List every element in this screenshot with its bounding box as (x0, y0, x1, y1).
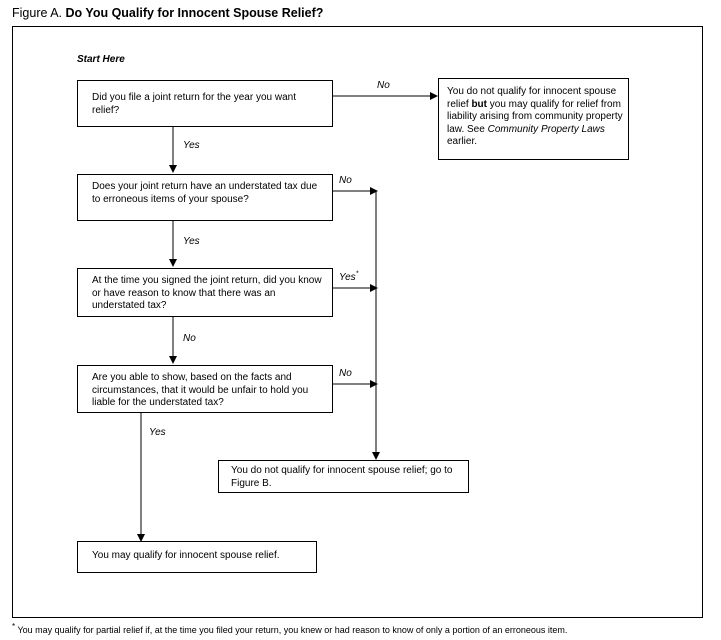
result-community-property-bold: but (471, 98, 487, 110)
figure-prefix: Figure A. (12, 6, 63, 20)
question-joint-return-text: Did you file a joint return for the year… (92, 92, 296, 116)
result-community-property-text1: You do not qualify for innocent spouse r… (447, 86, 617, 110)
question-joint-return: Did you file a joint return for the year… (77, 80, 333, 127)
label-q2-no: No (339, 175, 352, 186)
result-community-property-text2: you may qualify for relief from liabilit… (447, 98, 623, 135)
label-q3-yes-text: Yes (339, 272, 356, 283)
result-no-relief-text: You do not qualify for innocent spouse r… (231, 465, 453, 489)
figure-title: Figure A. Do You Qualify for Innocent Sp… (12, 6, 323, 20)
figure-heading: Do You Qualify for Innocent Spouse Relie… (65, 6, 324, 20)
result-community-property: You do not qualify for innocent spouse r… (438, 78, 629, 160)
result-qualify: You may qualify for innocent spouse reli… (77, 541, 317, 573)
footnote-text: You may qualify for partial relief if, a… (15, 625, 568, 635)
diagram-frame (12, 26, 703, 618)
label-q3-yes-star: * (355, 270, 359, 278)
result-no-relief: You do not qualify for innocent spouse r… (218, 460, 469, 493)
footnote-star: * (12, 622, 16, 631)
label-q1-no: No (377, 80, 390, 91)
footnote: * You may qualify for partial relief if,… (12, 622, 568, 636)
question-understated-tax: Does your joint return have an understat… (77, 174, 333, 221)
question-understated-tax-text: Does your joint return have an understat… (92, 181, 318, 205)
label-q4-yes: Yes (149, 427, 166, 438)
label-q1-yes: Yes (183, 140, 200, 151)
question-unfair-text: Are you able to show, based on the facts… (92, 372, 309, 408)
label-q4-no: No (339, 368, 352, 379)
question-unfair: Are you able to show, based on the facts… (77, 365, 333, 413)
result-community-property-italic: Community Property Laws (487, 123, 605, 135)
question-knowledge: At the time you signed the joint return,… (77, 268, 333, 317)
start-label: Start Here (77, 54, 125, 65)
label-q3-yes: Yes* (339, 270, 359, 283)
label-q2-yes: Yes (183, 236, 200, 247)
label-q3-no: No (183, 333, 196, 344)
question-knowledge-text: At the time you signed the joint return,… (92, 275, 322, 311)
result-qualify-text: You may qualify for innocent spouse reli… (92, 550, 280, 561)
result-community-property-text3: earlier. (447, 136, 478, 147)
